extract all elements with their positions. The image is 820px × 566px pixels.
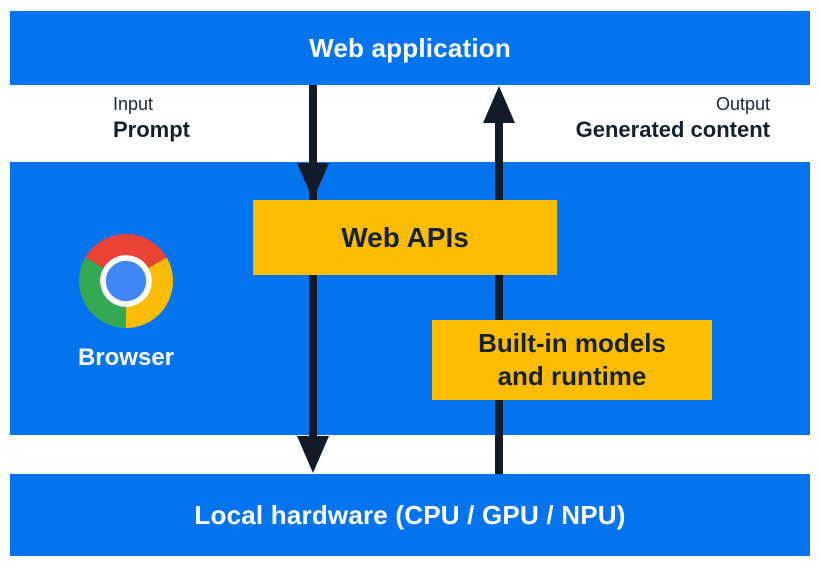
builtin-models-line2: and runtime — [497, 361, 647, 391]
web-apis-label: Web APIs — [341, 221, 469, 253]
builtin-models-line1: Built-in models — [478, 328, 666, 358]
output-labels: Output Generated content — [576, 95, 770, 141]
down-arrowhead-to-hardware — [297, 436, 329, 473]
browser-label: Browser — [77, 344, 175, 371]
prompt-label: Prompt — [113, 117, 190, 142]
builtin-models-label: Built-in models and runtime — [478, 327, 666, 393]
local-hardware-label: Local hardware (CPU / GPU / NPU) — [194, 499, 626, 530]
local-hardware-bar: Local hardware (CPU / GPU / NPU) — [10, 474, 810, 556]
generated-content-label: Generated content — [575, 117, 770, 142]
chrome-icon — [79, 234, 173, 328]
up-arrowhead-to-web-application — [483, 86, 515, 123]
web-application-label: Web application — [309, 32, 511, 63]
web-application-bar: Web application — [10, 11, 810, 85]
builtin-models-box: Built-in models and runtime — [432, 320, 712, 400]
up-arrow-line — [495, 120, 503, 474]
input-caption: Input — [113, 94, 154, 114]
down-arrowhead-to-web-apis — [297, 163, 329, 200]
web-apis-box: Web APIs — [253, 200, 557, 275]
output-caption: Output — [715, 94, 770, 114]
input-labels: Input Prompt — [113, 95, 190, 141]
